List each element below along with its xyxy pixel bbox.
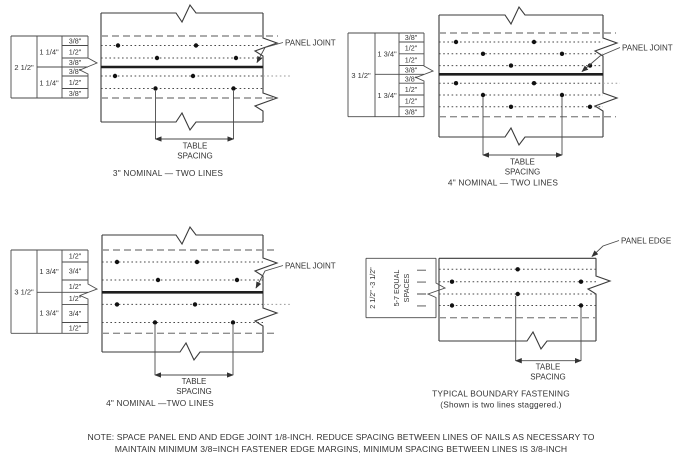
d1-leader-arrow — [256, 42, 284, 64]
d1-panel-edge-lines — [101, 35, 278, 99]
d1-table-spacing-1: TABLE — [183, 142, 208, 151]
d2-caption: 4" NOMINAL — TWO LINES — [448, 178, 558, 188]
d2-nail-lines — [439, 41, 620, 108]
d4-dim-equal-spaces-2: SPACES — [402, 273, 411, 302]
d1-sub-dim-0: 3/8" — [69, 36, 82, 45]
d4-panel-outline — [438, 257, 612, 351]
d2-panel-joint-callout: PANEL JOINT — [581, 44, 673, 72]
d1-sub-dim-2: 3/8" — [69, 58, 82, 67]
d2-table-spacing-dim: TABLE SPACING — [482, 97, 563, 177]
d3-nail-lines — [102, 261, 292, 323]
d3-dim-overall: 3 1/2" — [14, 288, 34, 297]
d4-table-spacing-1: TABLE — [536, 363, 561, 372]
d3-caption: 4" NOMINAL —TWO LINES — [106, 398, 214, 408]
d2-table-spacing-2: SPACING — [505, 168, 540, 177]
d3-nail-dots — [114, 259, 240, 325]
d1-dim-half-top: 1 1/4" — [39, 48, 59, 57]
d4-dimension-ladder: 2 1/2" -3 1/2" 5-7 EQUAL SPACES — [365, 257, 447, 319]
d2-panel-joint-label: PANEL JOINT — [622, 44, 673, 53]
d3-sub-dim-3: 1/2" — [69, 294, 82, 303]
d4-dim-range: 2 1/2" -3 1/2" — [368, 267, 377, 309]
d3-dimension-ladder: 3 1/2" 1 3/4" 1 3/4" 1/2" 3/4" 1/2" 1/2"… — [10, 249, 99, 334]
d2-panel-edge-lines — [439, 32, 616, 118]
d3-dim-half-top: 1 3/4" — [39, 267, 59, 276]
d1-dim-overall: 2 1/2" — [14, 63, 34, 72]
diagram-4in-nominal-bottom: 3 1/2" 1 3/4" 1 3/4" 1/2" 3/4" 1/2" 1/2"… — [10, 225, 336, 408]
d2-sub-dim-4: 3/8" — [405, 74, 418, 83]
d1-sub-dim-3: 3/8" — [69, 67, 82, 76]
d2-sub-dim-5: 1/2" — [405, 85, 418, 94]
d1-panel-joint-label: PANEL JOINT — [285, 39, 336, 48]
diagram-boundary-fastening: 2 1/2" -3 1/2" 5-7 EQUAL SPACES PANEL ED… — [365, 237, 671, 410]
d1-nail-dots — [112, 43, 239, 91]
d3-leader-arrow — [255, 265, 284, 289]
d1-panel-joint-callout: PANEL JOINT — [256, 39, 336, 64]
d4-table-spacing-dim: TABLE SPACING — [515, 296, 582, 382]
d3-sub-dim-5: 1/2" — [69, 324, 82, 333]
d1-dim-half-bottom: 1 1/4" — [39, 79, 59, 88]
d3-panel-joint-label: PANEL JOINT — [285, 262, 336, 271]
d4-panel-edge-label: PANEL EDGE — [621, 237, 671, 246]
sheet-note: NOTE: SPACE PANEL END AND EDGE JOINT 1/8… — [88, 432, 595, 454]
d2-sub-dim-6: 1/2" — [405, 97, 418, 106]
d4-caption-line2: (Shown is two lines staggered.) — [440, 400, 562, 410]
d4-leader-arrow — [591, 240, 620, 257]
d3-table-spacing-1: TABLE — [182, 377, 207, 386]
note-line2: MAINTAIN MINIMUM 3/8=INCH FASTENER EDGE … — [115, 444, 568, 454]
d2-sub-dim-1: 1/2" — [405, 44, 418, 53]
d3-sub-dim-1: 3/4" — [69, 267, 82, 276]
d4-nail-lines — [439, 268, 596, 306]
d1-panel-outline — [100, 3, 279, 132]
d4-dim-equal-spaces-1: 5-7 EQUAL — [392, 270, 401, 307]
d2-dimension-ladder: 3 1/2" 1 3/4" 1 3/4" 3/8" 1/2" 1/2" 3/8"… — [347, 32, 435, 118]
d3-panel-joint-callout: PANEL JOINT — [255, 262, 336, 289]
d1-dimension-ladder: 2 1/2" 1 1/4" 1 1/4" 3/8" 1/2" 3/8" 3/8"… — [10, 35, 99, 99]
d3-table-spacing-2: SPACING — [176, 387, 211, 396]
d2-dim-half-bottom: 1 3/4" — [377, 91, 397, 100]
d2-table-spacing-1: TABLE — [510, 158, 535, 167]
d4-panel-edge-callout: PANEL EDGE — [591, 237, 671, 257]
d4-nail-dots — [449, 267, 584, 308]
d1-sub-dim-4: 1/2" — [69, 78, 82, 87]
d4-caption-line1: TYPICAL BOUNDARY FASTENING — [432, 389, 570, 399]
d3-panel-edge-lines — [102, 249, 277, 334]
d2-nail-dots — [453, 39, 593, 110]
d1-caption: 3" NOMINAL — TWO LINES — [113, 168, 223, 178]
d1-table-spacing-2: SPACING — [177, 152, 212, 161]
d3-sub-dim-0: 1/2" — [69, 252, 82, 261]
diagram-4in-nominal-top: 3 1/2" 1 3/4" 1 3/4" 3/8" 1/2" 1/2" 3/8"… — [347, 5, 673, 188]
d2-sub-dim-7: 3/8" — [405, 107, 418, 116]
d4-table-spacing-2: SPACING — [530, 373, 565, 382]
d3-sub-dim-2: 1/2" — [69, 282, 82, 291]
d2-sub-dim-0: 3/8" — [405, 33, 418, 42]
d2-sub-dim-2: 1/2" — [405, 55, 418, 64]
d2-leader-arrow — [581, 47, 621, 72]
note-line1: NOTE: SPACE PANEL END AND EDGE JOINT 1/8… — [88, 432, 595, 442]
d3-table-spacing-dim: TABLE SPACING — [154, 325, 234, 396]
d3-sub-dim-4: 3/4" — [69, 309, 82, 318]
d1-table-spacing-dim: TABLE SPACING — [154, 91, 235, 161]
d2-sub-dim-3: 3/8" — [405, 66, 418, 75]
d1-sub-dim-1: 1/2" — [69, 47, 82, 56]
d3-dim-half-bottom: 1 3/4" — [39, 309, 59, 318]
d2-dim-half-top: 1 3/4" — [377, 49, 397, 58]
d2-dim-overall: 3 1/2" — [351, 71, 371, 80]
d1-sub-dim-5: 3/8" — [69, 89, 82, 98]
diagram-3in-nominal: 2 1/2" 1 1/4" 1 1/4" 3/8" 1/2" 3/8" 3/8"… — [10, 3, 336, 178]
d2-panel-outline — [438, 5, 619, 147]
